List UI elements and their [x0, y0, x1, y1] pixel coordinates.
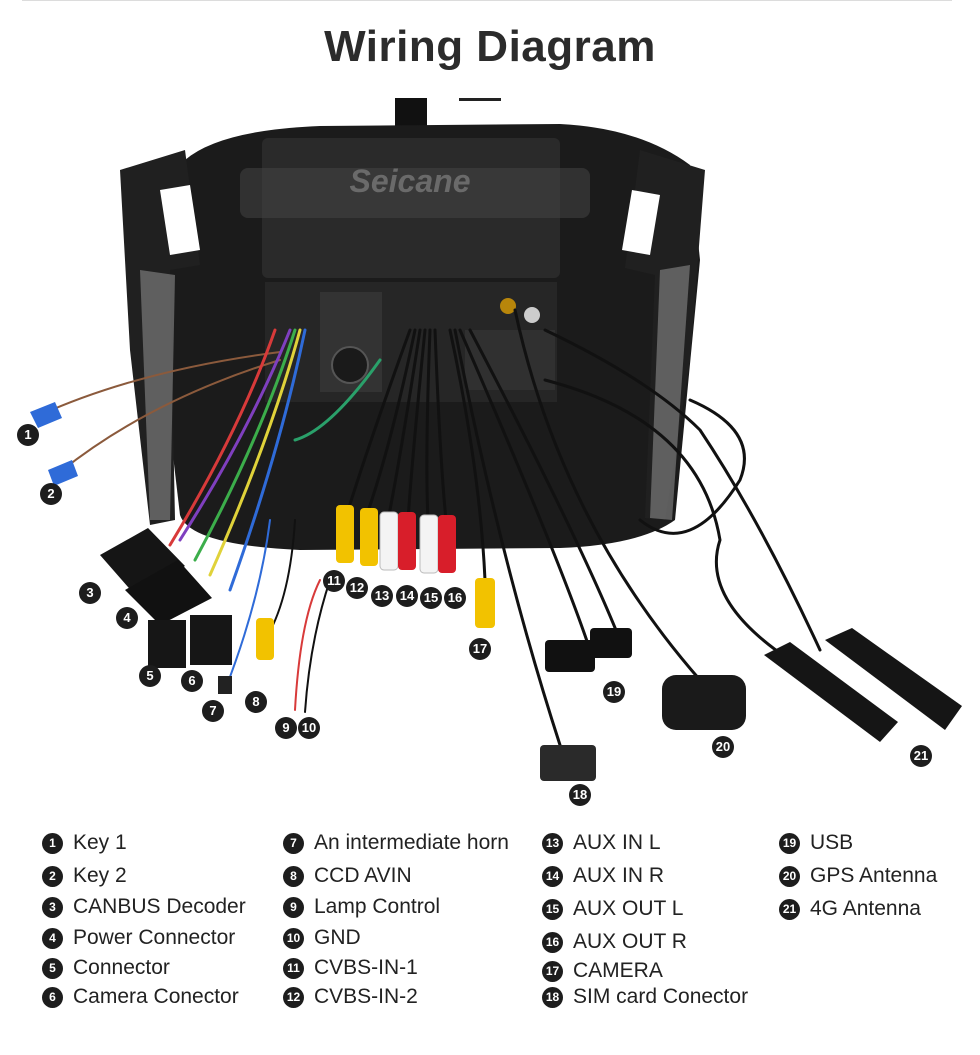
rca-aux-in-l — [379, 511, 399, 571]
key-1-connector — [30, 402, 62, 428]
camera-conector-block — [190, 615, 232, 665]
4g-port — [524, 307, 540, 323]
callout-21: 21 — [910, 745, 932, 767]
callout-3: 3 — [79, 582, 101, 604]
callout-9: 9 — [275, 717, 297, 739]
ccd-avin-rca — [256, 618, 274, 660]
4g-antenna-b — [825, 628, 962, 730]
callout-8: 8 — [245, 691, 267, 713]
rca-cvbs-in-2 — [360, 508, 378, 566]
rca-cvbs-in-1 — [336, 505, 354, 563]
callout-13: 13 — [371, 585, 393, 607]
callout-6: 6 — [181, 670, 203, 692]
top-divider — [22, 0, 952, 1]
callout-11: 11 — [323, 570, 345, 592]
brand-watermark: Seicane — [350, 163, 471, 199]
callout-10: 10 — [298, 717, 320, 739]
camera-rca — [475, 578, 495, 628]
title-underline — [459, 98, 501, 101]
gps-antenna — [662, 675, 746, 730]
callout-4: 4 — [116, 607, 138, 629]
callout-19: 19 — [603, 681, 625, 703]
power-connector — [125, 560, 212, 625]
callout-5: 5 — [139, 665, 161, 687]
page-title: Wiring Diagram — [324, 22, 656, 71]
callout-20: 20 — [712, 736, 734, 758]
callout-1: 1 — [17, 424, 39, 446]
connector-block — [148, 620, 186, 668]
callout-7: 7 — [202, 700, 224, 722]
head-unit-photo: Seicane — [30, 98, 962, 781]
callout-14: 14 — [396, 585, 418, 607]
usb-connector-a — [545, 640, 595, 672]
key-2-connector — [48, 460, 78, 486]
sim-card-connector — [540, 745, 596, 781]
callout-2: 2 — [40, 483, 62, 505]
callout-16: 16 — [444, 587, 466, 609]
usb-connector-b — [590, 628, 632, 658]
rca-aux-out-r — [438, 515, 456, 573]
rca-aux-in-r — [398, 512, 416, 570]
gps-port — [500, 298, 516, 314]
callout-18: 18 — [569, 784, 591, 806]
wire-harness — [39, 308, 822, 747]
rca-aux-out-l — [419, 514, 439, 574]
intermediate-horn — [218, 676, 232, 694]
callout-17: 17 — [469, 638, 491, 660]
4g-antenna-a — [764, 642, 898, 742]
callout-12: 12 — [346, 577, 368, 599]
callout-15: 15 — [420, 587, 442, 609]
